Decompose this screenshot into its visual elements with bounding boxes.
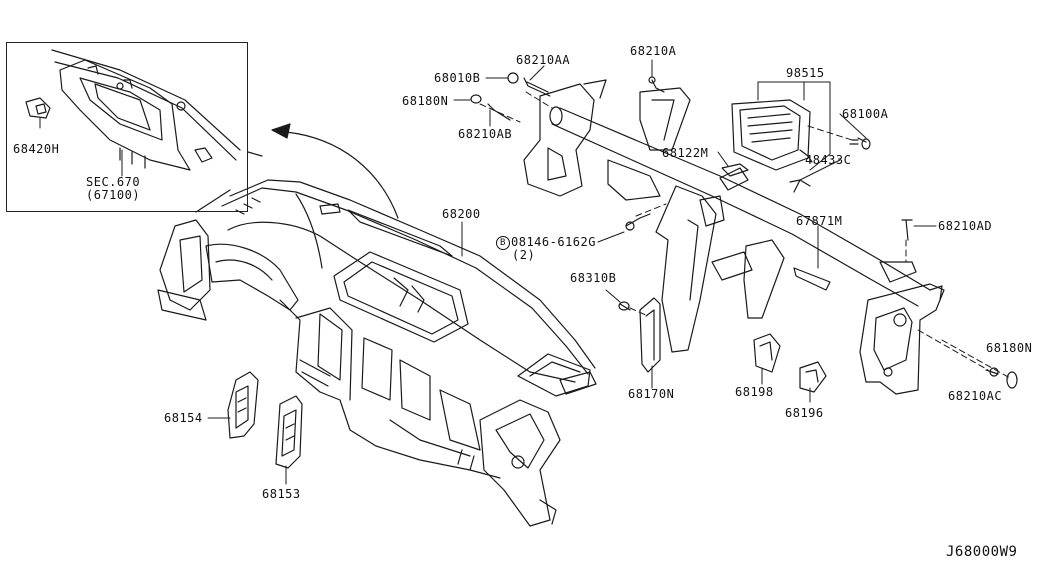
dashboard-panel bbox=[157, 179, 597, 527]
bracket-68153 bbox=[275, 395, 303, 469]
inset-arrow bbox=[271, 123, 399, 219]
label-68200: 68200 bbox=[442, 207, 481, 221]
bracket-68154 bbox=[227, 371, 259, 439]
bolt-b-symbol: B bbox=[496, 235, 510, 250]
label-68210ad: 68210AD bbox=[938, 219, 993, 233]
label-sec-670: SEC.670 bbox=[86, 175, 141, 189]
label-68180n-right: 68180N bbox=[986, 341, 1033, 355]
bracket-68170n bbox=[639, 297, 661, 373]
label-68010b: 68010B bbox=[434, 71, 481, 85]
bracket-68198 bbox=[753, 333, 781, 373]
label-sec-670-sub: (67100) bbox=[86, 188, 141, 202]
label-68310b: 68310B bbox=[570, 271, 617, 285]
inset-connector-lines bbox=[195, 151, 263, 213]
label-68154: 68154 bbox=[164, 411, 203, 425]
label-68210ac: 68210AC bbox=[948, 389, 1003, 403]
label-68153: 68153 bbox=[262, 487, 301, 501]
label-68196: 68196 bbox=[785, 406, 824, 420]
label-68198: 68198 bbox=[735, 385, 774, 399]
label-68180n-top: 68180N bbox=[402, 94, 449, 108]
leader-lines bbox=[39, 59, 937, 485]
label-68100a: 68100A bbox=[842, 107, 889, 121]
label-68210a: 68210A bbox=[630, 44, 677, 58]
label-98515: 98515 bbox=[786, 66, 825, 80]
label-08146-qty: (2) bbox=[512, 248, 536, 262]
label-68210aa: 68210AA bbox=[516, 53, 571, 67]
inset-frame bbox=[6, 42, 248, 212]
bracket-68196 bbox=[799, 361, 827, 393]
label-48433c: 48433C bbox=[805, 153, 852, 167]
airbag-module bbox=[731, 99, 813, 171]
label-68170n: 68170N bbox=[628, 387, 675, 401]
fasteners bbox=[470, 72, 1018, 389]
label-67871m: 67871M bbox=[796, 214, 843, 228]
inset-panel-drawing bbox=[25, 49, 241, 171]
label-68122m: 68122M bbox=[662, 146, 709, 160]
label-08146-text: 08146-6162G bbox=[511, 235, 596, 249]
label-68420h: 68420H bbox=[13, 142, 60, 156]
phantom-lines bbox=[479, 91, 1011, 379]
diagram-id: J68000W9 bbox=[946, 544, 1018, 560]
steering-member bbox=[523, 79, 945, 395]
label-68210ab: 68210AB bbox=[458, 127, 513, 141]
bracket-68122m bbox=[721, 163, 749, 177]
